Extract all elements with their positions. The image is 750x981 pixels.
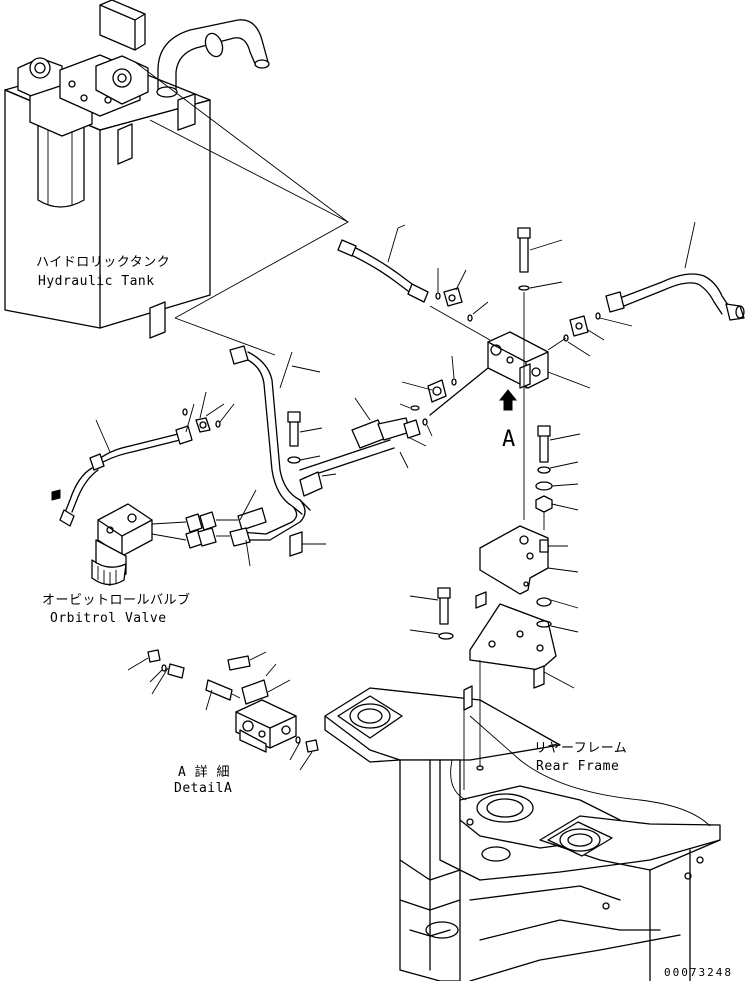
right-hose-assembly [547,221,745,357]
lower-bracket [409,587,579,689]
rear-frame-label-jp: リヤーフレーム [534,741,627,756]
upper-hose-assembly [337,224,491,341]
left-bolt [287,411,326,557]
view-letter: A [502,427,516,452]
rear-frame-label-en: Rear Frame [536,759,619,774]
central-fittings [351,355,489,469]
hydraulic-tank: ハイドロリックタンク Hydraulic Tank [4,0,270,339]
tank-callout-leaders [134,61,349,356]
detail-a-assembly: A 詳 細 DetailA [127,649,319,796]
rear-frame: リヤーフレーム Rear Frame [324,660,721,981]
orbitrol-valve: オービットロールバルブ Orbitrol Valve [42,489,267,626]
orbitrol-upper-hose [51,391,235,527]
detail-label-en: DetailA [174,781,232,796]
view-arrow-icon [498,389,518,411]
main-valve-block: A [487,331,591,452]
drawing-number: 00073248 [664,966,733,979]
top-bolt [517,227,563,334]
detail-label-jp: A 詳 細 [178,764,230,780]
orbitrol-label-en: Orbitrol Valve [50,611,167,626]
tank-label-en: Hydraulic Tank [38,274,155,289]
upper-bracket [479,334,581,595]
tank-label-jp: ハイドロリックタンク [36,255,170,270]
left-hose-assembly [229,345,395,541]
orbitrol-label-jp: オービットロールバルブ [42,592,191,608]
